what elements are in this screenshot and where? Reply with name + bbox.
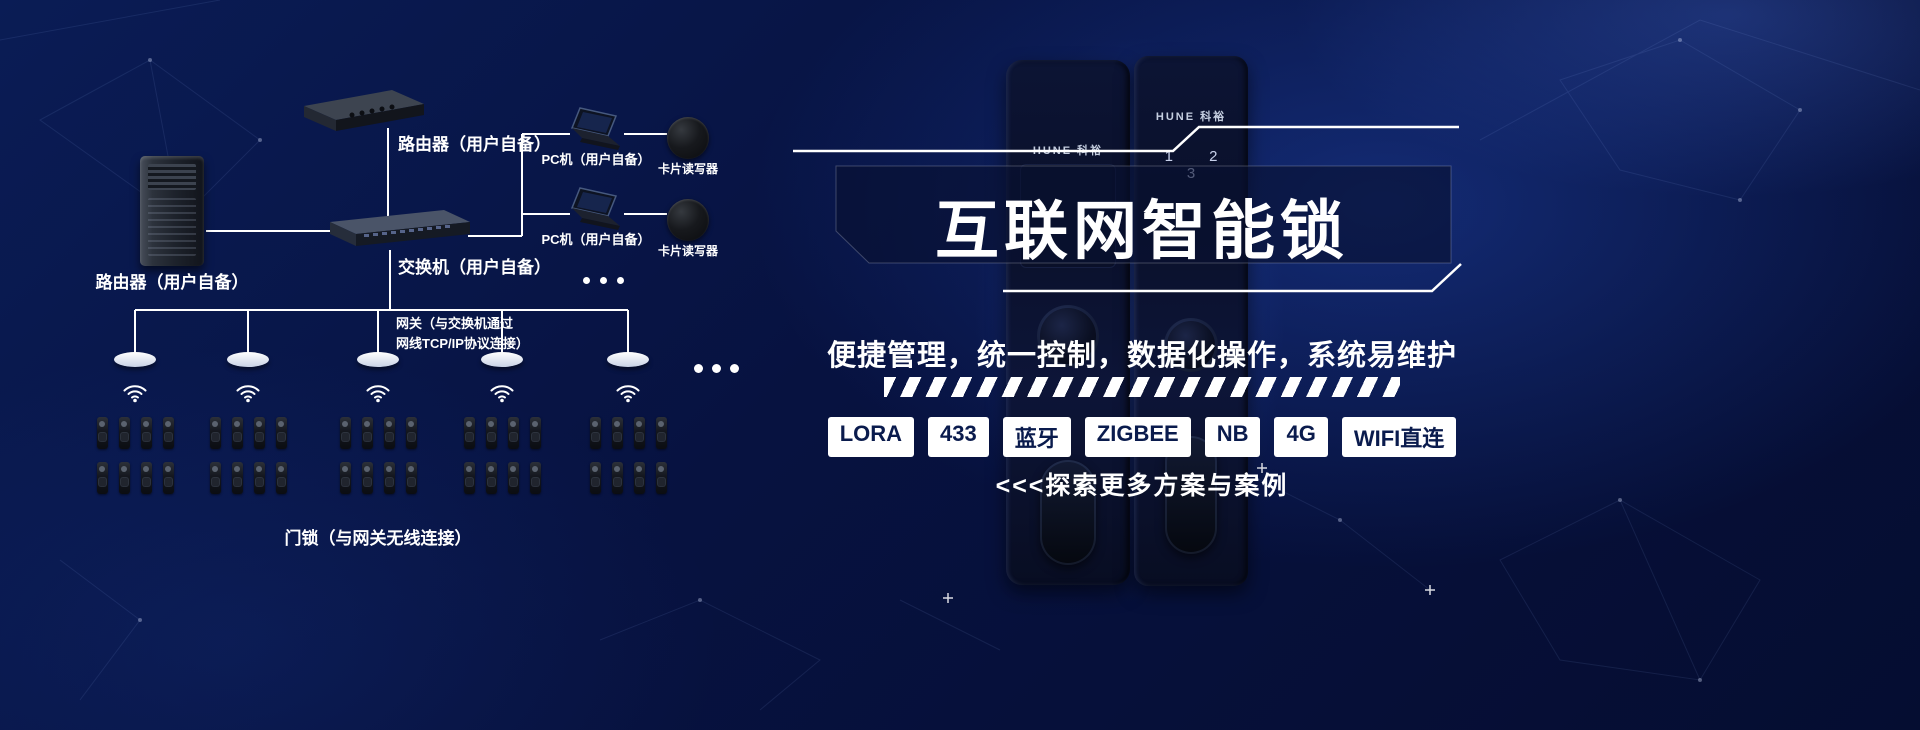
gateway-device: [357, 352, 399, 367]
door-lock: [405, 462, 417, 494]
switch-device: [330, 210, 470, 246]
door-lock: [485, 417, 497, 449]
lock-grid: [447, 417, 557, 494]
door-lock: [140, 462, 152, 494]
door-lock-label: 门锁（与网关无线连接）: [284, 529, 472, 548]
door-lock: [361, 417, 373, 449]
gateway-device: [607, 352, 649, 367]
explore-link[interactable]: <<<探索更多方案与案例: [995, 472, 1289, 500]
lock-camera: [1164, 318, 1218, 372]
card-reader-label: 卡片读写器: [657, 162, 718, 176]
stripe-divider: [884, 377, 1400, 397]
door-lock: [633, 462, 645, 494]
door-lock: [655, 417, 667, 449]
lock-grid: [323, 417, 433, 494]
server-label: 路由器（用户自备）: [95, 273, 249, 292]
door-lock: [361, 462, 373, 494]
router-device: [304, 90, 424, 131]
tag-nb: NB: [1204, 417, 1261, 457]
gateway-note-line2: 网线TCP/IP协议连接）: [396, 336, 529, 351]
card-reader-label: 卡片读写器: [657, 244, 718, 258]
smart-lock-product: HUNE 科裕 1 2 3: [1134, 56, 1248, 586]
lock-grid: [193, 417, 303, 494]
gateway-column: [573, 352, 683, 494]
pc-label: PC机（用户自备）: [541, 232, 651, 247]
lock-camera: [1037, 305, 1099, 367]
gateway-device: [481, 352, 523, 367]
wifi-icon: [366, 385, 390, 403]
door-lock: [339, 417, 351, 449]
gateway-column: [323, 352, 433, 494]
gateway-note-line1: 网关（与交换机通过: [396, 316, 514, 331]
door-lock: [209, 462, 221, 494]
laptop-icon: [570, 107, 620, 150]
door-lock: [507, 462, 519, 494]
door-lock: [611, 462, 623, 494]
laptop-icon: [570, 187, 620, 230]
gateway-column: [80, 352, 190, 494]
gateway-column: [447, 352, 557, 494]
brand-logo: HUNE 科裕: [1155, 111, 1227, 123]
door-lock: [275, 417, 287, 449]
switch-label: 交换机（用户自备）: [398, 258, 551, 277]
door-lock: [162, 462, 174, 494]
gateway-device: [114, 352, 156, 367]
door-lock: [529, 417, 541, 449]
wifi-icon: [616, 385, 640, 403]
tag-4g: 4G: [1274, 417, 1328, 457]
door-lock: [589, 462, 601, 494]
router-label: 路由器（用户自备）: [398, 135, 551, 154]
tag-zigbee: ZIGBEE: [1084, 417, 1191, 457]
door-lock: [253, 462, 265, 494]
door-lock: [383, 417, 395, 449]
wifi-icon: [490, 385, 514, 403]
protocol-tags: LORA 433 蓝牙 ZIGBEE NB 4G WIFI直连: [782, 417, 1502, 457]
door-lock: [209, 417, 221, 449]
door-lock: [507, 417, 519, 449]
lock-grid: [573, 417, 683, 494]
door-lock: [231, 462, 243, 494]
server-tower: [140, 156, 204, 266]
lock-handle: [1040, 460, 1096, 565]
hero-title: 互联网智能锁: [935, 195, 1349, 267]
card-reader: [667, 117, 709, 159]
door-lock: [463, 462, 475, 494]
door-lock: [118, 462, 130, 494]
door-lock: [485, 462, 497, 494]
lock-grid: [80, 417, 190, 494]
door-lock: [96, 462, 108, 494]
gateway-device: [227, 352, 269, 367]
card-reader: [667, 199, 709, 241]
door-lock: [463, 417, 475, 449]
door-lock: [633, 417, 645, 449]
door-lock: [655, 462, 667, 494]
door-lock: [96, 417, 108, 449]
door-lock: [383, 462, 395, 494]
tag-wifi-direct: WIFI直连: [1341, 417, 1457, 457]
door-lock: [231, 417, 243, 449]
gateway-column: [193, 352, 303, 494]
door-lock: [405, 417, 417, 449]
door-lock: [611, 417, 623, 449]
wifi-icon: [123, 385, 147, 403]
door-lock: [253, 417, 265, 449]
hero-subtitle: 便捷管理，统一控制，数据化操作，系统易维护: [826, 340, 1457, 372]
door-lock: [529, 462, 541, 494]
network-diagram: 路由器（用户自备） 路由器（用户自备） 交换机（用户自备） PC机（用户自备）: [0, 0, 780, 730]
pc-label: PC机（用户自备）: [541, 152, 651, 167]
wifi-icon: [236, 385, 260, 403]
tag-433: 433: [928, 417, 989, 457]
door-lock: [339, 462, 351, 494]
door-lock: [140, 417, 152, 449]
door-lock: [275, 462, 287, 494]
tag-bluetooth: 蓝牙: [1002, 417, 1071, 457]
door-lock: [118, 417, 130, 449]
door-lock: [162, 417, 174, 449]
tag-lora: LORA: [827, 417, 915, 457]
connection-lines: [134, 128, 667, 356]
door-lock: [589, 417, 601, 449]
